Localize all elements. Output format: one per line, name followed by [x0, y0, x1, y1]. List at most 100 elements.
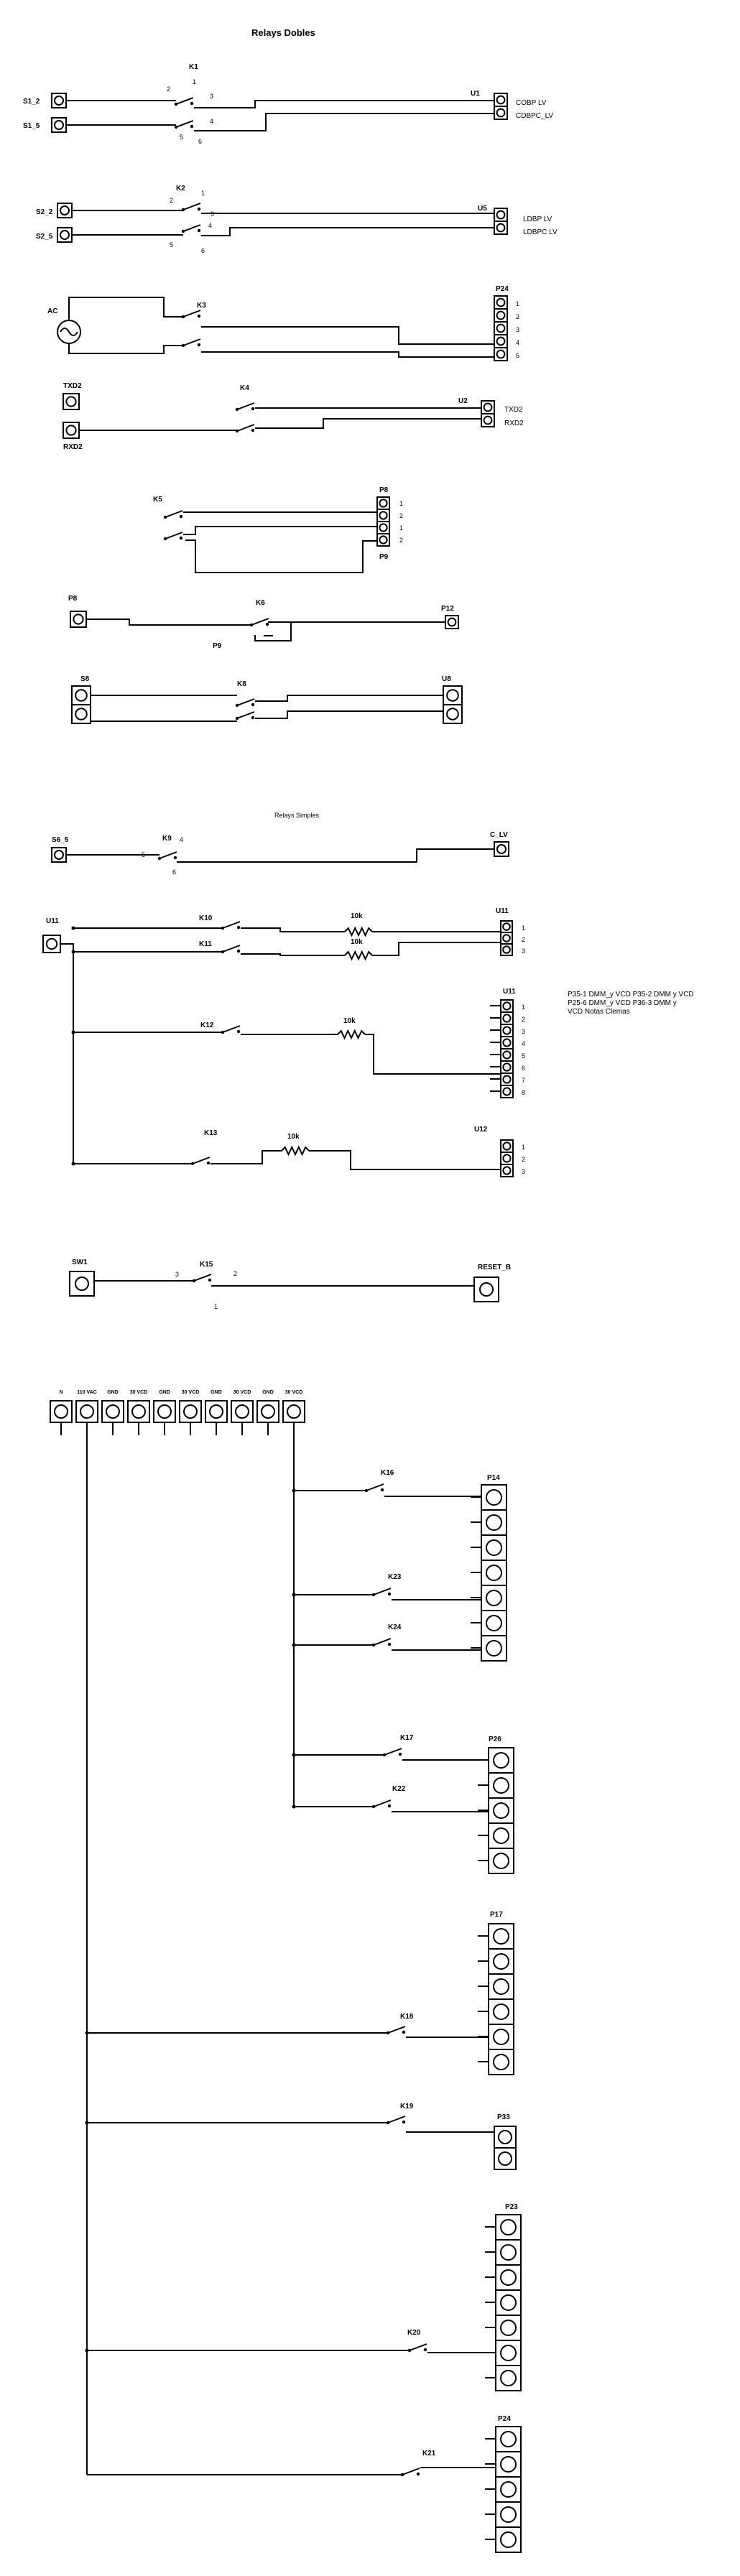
rxd2-connector-pin — [65, 425, 77, 436]
p24b-label: P24 — [498, 2415, 511, 2423]
p17-connector-pin — [493, 2054, 509, 2070]
c-lv-label: C_LV — [490, 831, 508, 839]
pin-number: 2 — [522, 1156, 525, 1163]
pin-number: 1 — [516, 300, 519, 307]
u1-pin2-label: CDBPC_LV — [516, 112, 553, 120]
u5-connector-pin — [496, 210, 506, 220]
header-pin-label: GND — [211, 1390, 222, 1395]
s2-5-connector-pin — [60, 230, 70, 240]
k3-switch-a-contact — [197, 314, 201, 318]
pin-number: 8 — [522, 1089, 525, 1096]
p26-connector-pin — [493, 1802, 509, 1819]
k9-label: K9 — [162, 835, 172, 843]
k16-switch-blade — [366, 1483, 384, 1491]
u11-8pin-connector-pin — [502, 1014, 512, 1023]
pin-number: 2 — [399, 537, 403, 544]
k17-switch-contact — [398, 1752, 402, 1756]
pin-number: 2 — [522, 1016, 525, 1023]
p8-p9-connector-pin — [379, 499, 388, 508]
u1-connector-pin — [496, 95, 506, 105]
k11-switch-contact — [236, 949, 241, 953]
wire — [201, 227, 494, 236]
p17-connector-pin — [493, 1928, 509, 1945]
p24-connector-b-pin — [500, 2481, 517, 2498]
k6-switch-blade — [251, 618, 269, 626]
sw1-label: SW1 — [72, 1259, 88, 1266]
junction-dot — [71, 1162, 75, 1166]
p14-connector-pin — [486, 1590, 502, 1606]
pin-number: 2 — [522, 936, 525, 943]
p8-p9-connector-pin — [379, 523, 388, 532]
u2-connector-pin — [483, 402, 493, 412]
pin-number: 1 — [522, 1004, 525, 1011]
junction-dot — [85, 2348, 89, 2353]
wire — [211, 1150, 282, 1164]
k8-switch-b-blade — [236, 711, 255, 719]
junction-dot — [85, 2121, 89, 2125]
u1-label: U1 — [471, 90, 480, 98]
k3-switch-a-blade — [182, 310, 201, 318]
k15-switch-blade — [193, 1274, 212, 1282]
k13-switch-contact — [206, 1161, 211, 1165]
k22-label: K22 — [392, 1785, 406, 1793]
k11-label: K11 — [199, 940, 212, 948]
u12-connector-pin — [502, 1166, 512, 1175]
p17-connector-pin — [493, 1978, 509, 1995]
u5-connector-pin — [496, 223, 506, 233]
reset-b-label: RESET_B — [478, 1264, 511, 1271]
k3-switch-b-blade — [182, 338, 201, 346]
resistor-10k — [337, 1029, 366, 1040]
p24-connector-b-pin — [500, 2456, 517, 2473]
pin-number: 6 — [522, 1065, 525, 1072]
pin-number: 4 — [180, 836, 183, 843]
p26-connector-pin — [493, 1853, 509, 1869]
p24a-label: P24 — [496, 285, 509, 293]
power-header-pin-pin — [183, 1404, 198, 1419]
u5-label: U5 — [478, 205, 487, 213]
title-relays-simples: Relays Simples — [274, 812, 320, 819]
k24-switch-blade — [373, 1638, 392, 1646]
title-relays-dobles: Relays Dobles — [251, 27, 315, 38]
pin-number: 4 — [522, 1040, 525, 1047]
u11-3pin-connector-pin — [502, 934, 511, 942]
k17-label: K17 — [400, 1734, 414, 1742]
pin-number: 4 — [208, 222, 212, 229]
pin-number: 1 — [201, 190, 205, 197]
txd2-label: TXD2 — [63, 382, 82, 390]
pin-number: 1 — [399, 500, 403, 507]
power-header-pin-pin — [157, 1404, 172, 1419]
p14-label: P14 — [487, 1474, 500, 1482]
junction-dot — [292, 1753, 296, 1757]
wire — [194, 113, 494, 131]
k17-switch-blade — [384, 1748, 402, 1756]
p17-connector-pin — [493, 2003, 509, 2020]
power-header-pin-pin — [235, 1404, 249, 1419]
p17-connector-pin — [493, 2029, 509, 2045]
k5-switch-a-contact — [179, 514, 183, 519]
u1-connector-pin — [496, 108, 506, 118]
r10k-label: 10k — [343, 1017, 356, 1025]
k5-switch-b-contact — [179, 536, 183, 540]
wire — [255, 710, 443, 719]
k22-switch-blade — [373, 1799, 392, 1807]
k22-switch-contact — [387, 1804, 392, 1808]
pin-number: 5 — [516, 352, 519, 359]
k8-switch-a-contact — [251, 703, 255, 707]
ac-sine-icon — [60, 328, 78, 336]
u12-connector-pin — [502, 1154, 512, 1163]
junction-dot — [292, 1488, 296, 1493]
header-pin-label: GND — [262, 1390, 274, 1395]
p23-connector-pin — [500, 2345, 517, 2361]
wire — [201, 326, 494, 345]
power-header-pin-pin — [131, 1404, 146, 1419]
pin-number: 3 — [522, 1028, 525, 1035]
p23-label: P23 — [505, 2203, 518, 2211]
k19-switch-contact — [402, 2120, 406, 2124]
pin-number: 1 — [522, 1144, 525, 1151]
p26-connector-pin — [493, 1827, 509, 1844]
k13-label: K13 — [204, 1129, 218, 1137]
rxd2-label: RXD2 — [63, 443, 83, 451]
k1-switch-b-blade — [175, 120, 194, 128]
resistor-10k — [344, 926, 373, 937]
k19-switch-blade — [387, 2116, 406, 2123]
